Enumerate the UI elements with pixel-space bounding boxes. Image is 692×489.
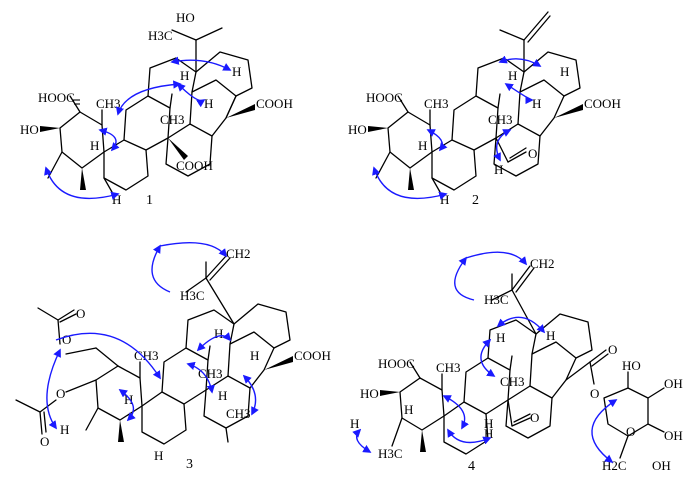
atom-label: CH3	[96, 96, 121, 111]
atom-label: H	[232, 64, 241, 79]
atom-label: HO	[20, 122, 39, 137]
atom-label: CH2	[530, 256, 555, 271]
atom-label: O	[62, 332, 71, 347]
atom-label: H	[532, 96, 541, 111]
compound-label-3: 3	[186, 457, 193, 472]
atom-label: H	[546, 328, 555, 343]
atom-label: COOH	[256, 96, 293, 111]
atom-label: H3C	[180, 288, 205, 303]
atom-label: O	[528, 146, 537, 161]
atom-label: CH2	[226, 246, 251, 261]
atom-label: O	[608, 342, 617, 357]
atom-label: HOOC	[378, 356, 415, 371]
atom-label: H	[250, 348, 259, 363]
atom-label: O	[590, 386, 599, 401]
atom-label: H	[508, 68, 517, 83]
atom-label: H	[180, 68, 189, 83]
atom-label: COOH	[176, 158, 213, 173]
atom-label: COOH	[584, 96, 621, 111]
atom-label: O	[76, 306, 85, 321]
atom-label: OH	[652, 458, 671, 473]
atom-label: H	[496, 330, 505, 345]
atom-label: H	[204, 96, 213, 111]
compound-3-structure: H3C CH2 COOH CH3 CH3 CH3 O O O O H H H H…	[15, 241, 331, 472]
compound-label-1: 1	[146, 193, 153, 208]
atom-label: H	[214, 326, 223, 341]
compound-label-4: 4	[468, 459, 475, 474]
atom-label: H3C	[378, 446, 403, 461]
atom-label: HOOC	[38, 90, 75, 105]
atom-label: H	[350, 416, 359, 431]
atom-label: HOOC	[366, 90, 403, 105]
atom-label: COOH	[294, 348, 331, 363]
atom-label: H	[560, 64, 569, 79]
atom-label: O	[530, 410, 539, 425]
atom-label: H	[484, 416, 493, 431]
atom-label: H	[90, 138, 99, 153]
atom-label: O	[56, 386, 65, 401]
compound-label-2: 2	[472, 193, 479, 208]
atom-label: H	[404, 402, 413, 417]
atom-label: CH3	[198, 366, 223, 381]
atom-label: H	[154, 448, 163, 463]
atom-label: H	[218, 388, 227, 403]
atom-label: CH3	[134, 348, 159, 363]
atom-label: HO	[176, 10, 195, 25]
atom-label: OH	[664, 376, 683, 391]
atom-label: CH3	[500, 374, 525, 389]
atom-label: H2C	[602, 458, 627, 473]
atom-label: H3C	[484, 292, 509, 307]
atom-label: CH3	[160, 112, 185, 127]
atom-label: H3C	[148, 28, 173, 43]
atom-label: H	[418, 138, 427, 153]
atom-label: CH3	[226, 406, 251, 421]
atom-label: HO	[360, 386, 379, 401]
atom-label: CH3	[436, 360, 461, 375]
atom-label: H	[60, 422, 69, 437]
compound-4-structure: H3C CH2 HOOC CH3 CH3 HO H3C O O O O HO O…	[350, 251, 683, 474]
atom-label: HO	[622, 358, 641, 373]
compound-2-structure: HOOC COOH CH3 CH3 HO O H H H H H H 2	[348, 11, 621, 208]
atom-label: CH3	[424, 96, 449, 111]
atom-label: O	[40, 434, 49, 449]
atom-label: OH	[664, 428, 683, 443]
compound-1-structure: HO H3C HOOC COOH COOH CH3 CH3 HO H H H H…	[20, 10, 293, 208]
atom-label: H	[494, 162, 503, 177]
atom-label: CH3	[488, 112, 513, 127]
atom-label: HO	[348, 122, 367, 137]
atom-label: O	[626, 424, 635, 439]
